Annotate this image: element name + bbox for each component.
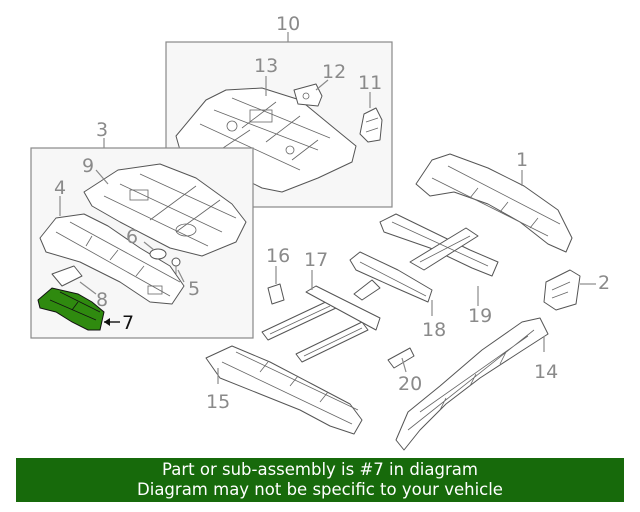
part-7-highlighted[interactable] bbox=[37, 287, 105, 331]
callout-labels: 1 2 3 4 5 6 7 8 9 10 11 12 13 14 15 16 1… bbox=[54, 13, 610, 413]
part-1-rear-cross-member[interactable] bbox=[415, 153, 573, 253]
banner-line-1: Part or sub-assembly is #7 in diagram bbox=[162, 460, 478, 479]
callout-7: 7 bbox=[122, 312, 134, 334]
callout-1: 1 bbox=[516, 149, 528, 171]
banner-line-2: Diagram may not be specific to your vehi… bbox=[137, 480, 503, 499]
callout-14: 14 bbox=[534, 361, 558, 383]
callout-4: 4 bbox=[54, 177, 66, 199]
part-5-bolt[interactable] bbox=[171, 257, 181, 274]
callout-15: 15 bbox=[206, 391, 230, 413]
part-8-reinforcement[interactable] bbox=[51, 265, 83, 287]
part-2-bracket[interactable] bbox=[543, 269, 581, 311]
callout-18: 18 bbox=[422, 319, 446, 341]
part-6-clip[interactable] bbox=[149, 248, 167, 260]
callout-3: 3 bbox=[96, 119, 108, 141]
callout-20: 20 bbox=[398, 373, 422, 395]
part-15-side-member[interactable] bbox=[205, 345, 363, 435]
callout-12: 12 bbox=[322, 61, 346, 83]
part-11-gusset[interactable] bbox=[359, 107, 383, 143]
part-4-floor-side-member[interactable] bbox=[39, 213, 185, 305]
info-banner: Part or sub-assembly is #7 in diagram Di… bbox=[16, 458, 624, 502]
part-17-rails[interactable] bbox=[261, 285, 381, 363]
part-12-bracket[interactable] bbox=[293, 83, 323, 107]
part-18-cross-member[interactable] bbox=[349, 251, 433, 303]
assembly-box-3 bbox=[30, 138, 254, 339]
part-19-cross-member[interactable] bbox=[379, 213, 499, 277]
part-9-center-floor[interactable] bbox=[83, 163, 247, 257]
callout-8: 8 bbox=[96, 289, 108, 311]
callout-11: 11 bbox=[358, 72, 382, 94]
part-16-bracket[interactable] bbox=[267, 283, 285, 305]
callout-13: 13 bbox=[254, 55, 278, 77]
callout-2: 2 bbox=[598, 272, 610, 294]
callout-5: 5 bbox=[188, 278, 200, 300]
callout-16: 16 bbox=[266, 245, 290, 267]
callout-6: 6 bbox=[126, 226, 138, 248]
callout-19: 19 bbox=[468, 305, 492, 327]
part-20-bracket[interactable] bbox=[387, 347, 415, 369]
callout-17: 17 bbox=[304, 249, 328, 271]
callout-10: 10 bbox=[276, 13, 300, 35]
part-14-rear-side-member[interactable] bbox=[395, 317, 549, 451]
callout-9: 9 bbox=[82, 155, 94, 177]
